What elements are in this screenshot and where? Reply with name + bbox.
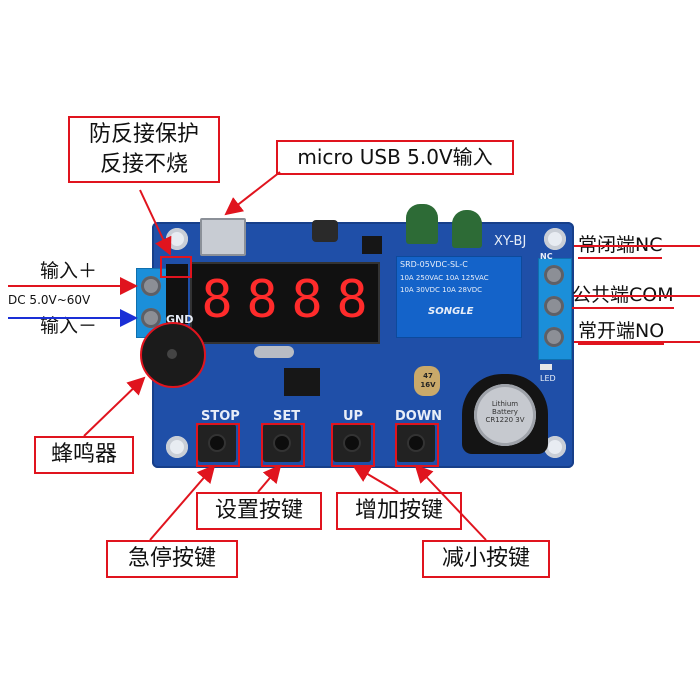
relay-rating: 10A 30VDC 10A 28VDC	[400, 286, 483, 294]
terminal-screw	[141, 276, 161, 296]
small-capacitor	[414, 366, 440, 396]
input-plus-label: 输入＋	[40, 260, 98, 282]
arrow-buzzer	[83, 376, 146, 437]
set-button-highlight	[261, 423, 305, 467]
display-digit: 8	[336, 270, 368, 330]
mounting-hole	[544, 436, 566, 458]
battery-label: Lithium Battery CR1220 3V	[485, 400, 525, 424]
micro-usb-port	[200, 218, 246, 256]
display-digit: 8	[291, 270, 323, 330]
up-button-highlight	[331, 423, 375, 467]
terminal-screw	[544, 296, 564, 316]
dc-range-label: DC 5.0V~60V	[8, 293, 91, 307]
down-button[interactable]	[397, 424, 435, 462]
arrow-set	[257, 464, 282, 493]
relay	[396, 256, 522, 338]
micro-usb-callout: micro USB 5.0V输入	[276, 140, 514, 175]
relay-rating: 10A 250VAC 10A 125VAC	[400, 274, 489, 282]
reverse-protect-line1: 防反接保护	[88, 122, 199, 147]
electrolytic-capacitor	[406, 204, 438, 244]
up-silk: UP	[343, 409, 364, 424]
down-key-callout: 减小按键	[422, 540, 550, 578]
set-silk: SET	[273, 409, 301, 424]
down-button-highlight	[395, 423, 439, 467]
relay-brand: SONGLE	[428, 306, 474, 317]
up-key-callout: 增加按键	[336, 492, 462, 530]
terminal-screw	[544, 327, 564, 347]
stop-key-callout: 急停按键	[106, 540, 238, 578]
led-label: LED	[540, 374, 556, 383]
display-digit: 8	[201, 270, 233, 330]
up-button[interactable]	[333, 424, 371, 462]
crystal	[254, 346, 294, 358]
stop-button[interactable]	[198, 424, 236, 462]
mounting-hole	[544, 228, 566, 250]
microcontroller-chip	[284, 368, 320, 396]
reverse-protect-highlight	[160, 256, 192, 278]
reverse-protect-line2: 反接不烧	[99, 151, 188, 177]
set-button[interactable]	[263, 424, 301, 462]
stop-silk: STOP	[201, 409, 240, 424]
input-minus-label: 输入－	[40, 315, 98, 337]
stop-button-highlight	[196, 423, 240, 467]
seven-segment-display	[190, 262, 380, 344]
display-digit: 8	[246, 270, 278, 330]
mounting-hole	[166, 436, 188, 458]
model-label: XY-BJ	[494, 234, 527, 249]
coin-battery	[474, 384, 536, 446]
com-label: 公共端COM	[572, 280, 674, 309]
set-key-callout: 设置按键	[196, 492, 322, 530]
nc-silk: NC	[540, 252, 553, 261]
terminal-screw	[544, 265, 564, 285]
led	[540, 364, 552, 370]
inductor	[312, 220, 338, 242]
relay-model: SRD-05VDC-SL-C	[400, 260, 468, 269]
down-silk: DOWN	[395, 409, 443, 424]
terminal-screw	[141, 308, 161, 328]
buzzer-hole	[167, 349, 177, 359]
reverse-protect-callout: 防反接保护 反接不烧	[68, 116, 220, 184]
arrow-micro-usb	[224, 171, 281, 216]
nc-label: 常闭端NC	[578, 230, 663, 259]
ic-chip	[362, 236, 382, 254]
buzzer-callout: 蜂鸣器	[34, 436, 134, 474]
arrow-up	[352, 464, 399, 493]
no-label: 常开端NO	[578, 316, 665, 345]
capacitor-label: 47 16V	[420, 372, 436, 389]
mounting-hole	[166, 228, 188, 250]
black-header	[166, 264, 188, 324]
electrolytic-capacitor	[452, 210, 482, 248]
